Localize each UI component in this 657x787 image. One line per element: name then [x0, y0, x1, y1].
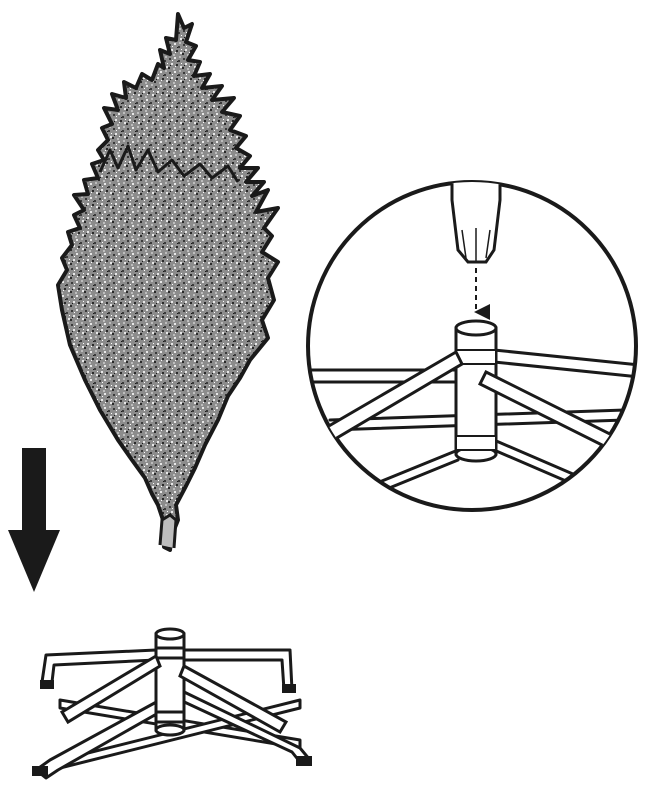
tree-top-section	[58, 14, 278, 550]
tree-stand	[32, 629, 312, 778]
insert-direction-arrow	[8, 448, 60, 592]
stand-post-closeup	[456, 321, 496, 461]
detail-callout	[305, 178, 640, 510]
trunk-end	[452, 178, 500, 262]
